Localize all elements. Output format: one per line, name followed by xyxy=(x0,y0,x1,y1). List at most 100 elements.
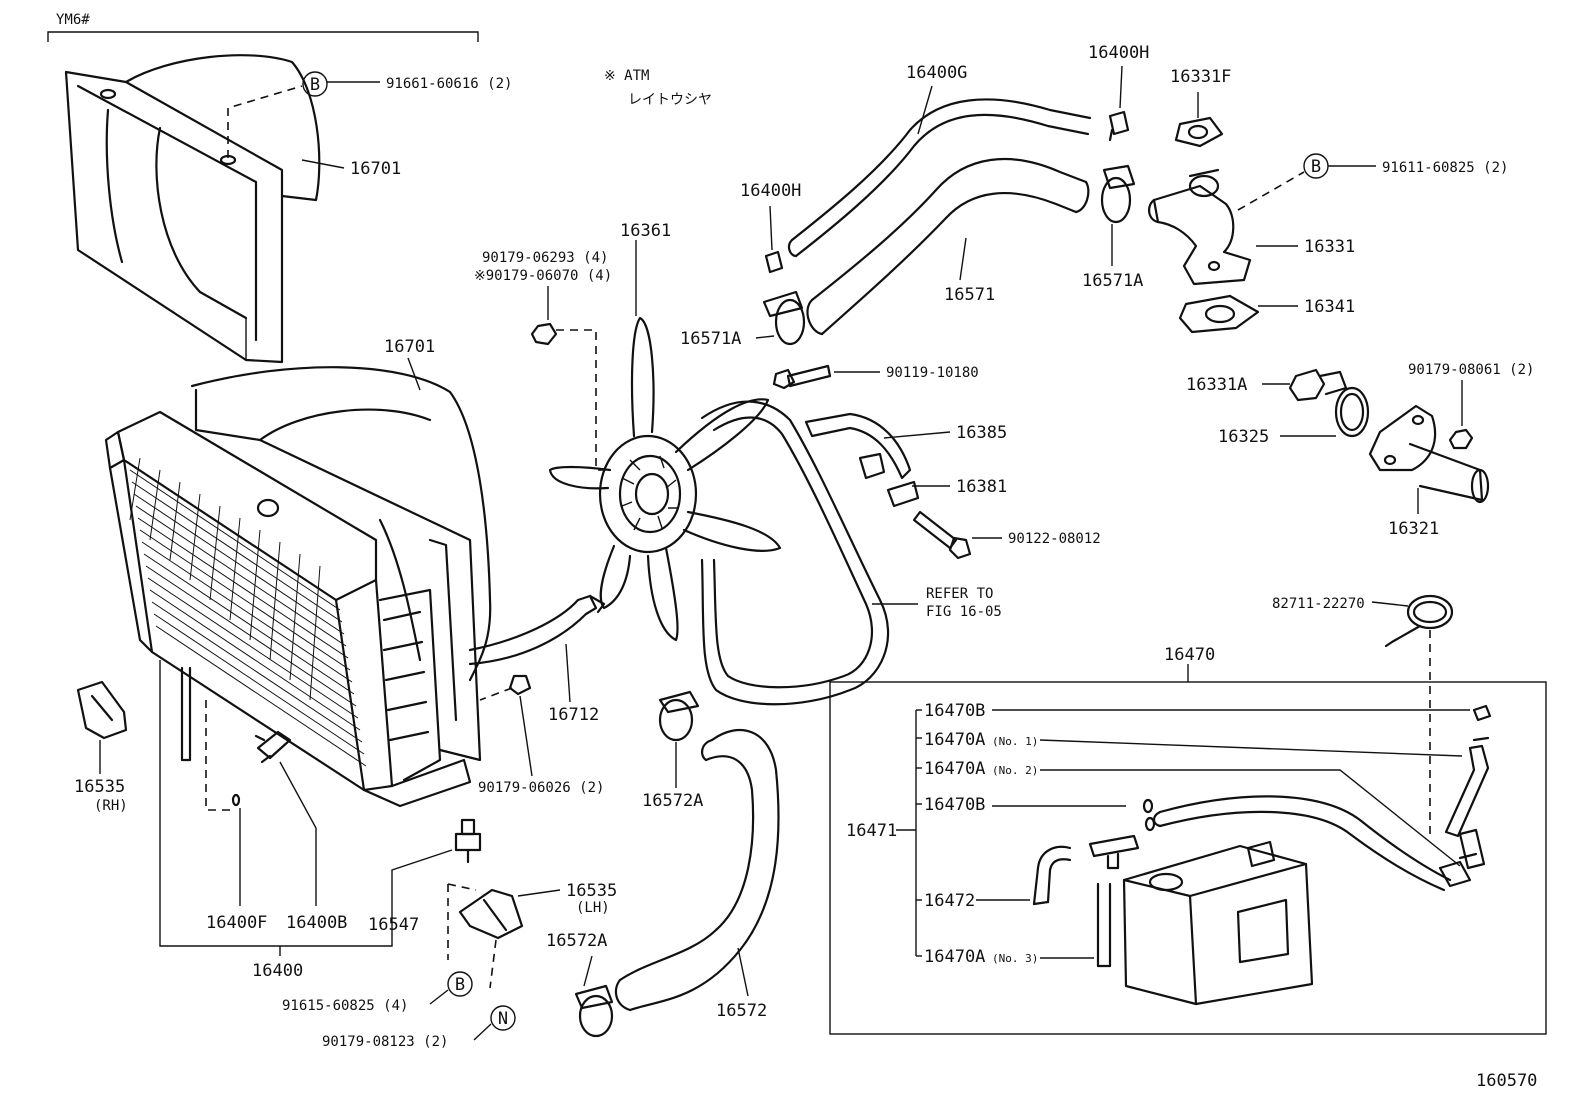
label-90179-06070: ※90179-06070 (4) xyxy=(474,268,612,284)
reservoir-cap-drawing xyxy=(1088,834,1140,870)
label-16400: 16400 xyxy=(252,961,303,981)
model-header: YM6# xyxy=(47,12,479,42)
clamp-16400h-top-drawing xyxy=(1108,110,1130,142)
clamp-16400h-left-drawing xyxy=(764,250,784,274)
label-16470A-no1-sub: (No. 1) xyxy=(992,735,1038,748)
hose-16470a-no2-drawing xyxy=(1152,795,1452,892)
fan-16361-drawing xyxy=(548,316,782,642)
hose-16572-drawing xyxy=(614,728,780,1012)
label-16701-top: 16701 xyxy=(350,159,401,179)
label-16341: 16341 xyxy=(1304,297,1355,317)
label-91611-60825: 91611-60825 (2) xyxy=(1382,160,1508,176)
hose-support-16712-drawing xyxy=(468,594,606,666)
label-16400H-left: 16400H xyxy=(740,181,801,201)
label-16385: 16385 xyxy=(956,423,1007,443)
bracket-16535-rh-drawing xyxy=(76,680,128,740)
label-16400H-top: 16400H xyxy=(1088,43,1149,63)
label-16381: 16381 xyxy=(956,477,1007,497)
label-16535-rh: 16535 xyxy=(74,777,125,797)
label-16471: 16471 xyxy=(846,821,897,841)
gasket-16325-drawing xyxy=(1334,386,1370,438)
label-16535-lh-sub: (LH) xyxy=(576,900,610,916)
label-90179-06026: 90179-06026 (2) xyxy=(478,780,604,796)
reservoir-tank-drawing xyxy=(1122,840,1314,1006)
drive-belt-drawing xyxy=(700,400,890,706)
circle-b-right: B xyxy=(1303,153,1329,179)
label-16701-mid: 16701 xyxy=(384,337,435,357)
atm-note-mark: ※ ATM xyxy=(604,68,649,84)
atm-note-japanese: レイトウシヤ xyxy=(628,92,712,108)
circle-b-bottom: B xyxy=(447,971,473,997)
label-16547: 16547 xyxy=(368,915,419,935)
label-16572A-bottom: 16572A xyxy=(546,931,607,951)
label-16400B: 16400B xyxy=(286,913,347,933)
bolt-90122-08012-drawing xyxy=(912,510,972,560)
label-90179-06293: 90179-06293 (4) xyxy=(482,250,608,266)
label-16470A-no3: 16470A xyxy=(924,947,985,967)
valve-16547-drawing xyxy=(454,818,482,864)
label-90119-10180: 90119-10180 xyxy=(886,365,979,381)
atm-note: ※ ATM レイトウシヤ xyxy=(604,68,712,108)
label-16321: 16321 xyxy=(1388,519,1439,539)
label-82711-22270: 82711-22270 xyxy=(1272,596,1365,612)
label-16361: 16361 xyxy=(620,221,671,241)
label-16535-rh-sub: (RH) xyxy=(94,798,128,814)
label-16572: 16572 xyxy=(716,1001,767,1021)
circle-n-label: N xyxy=(498,1009,508,1029)
label-90179-08123: 90179-08123 (2) xyxy=(322,1034,448,1050)
label-refer-to-line2: FIG 16-05 xyxy=(926,604,1002,620)
label-16470A-no3-sub: (No. 3) xyxy=(992,952,1038,965)
model-code: YM6# xyxy=(56,12,90,28)
label-16535-lh: 16535 xyxy=(566,881,617,901)
circle-b-bottom-label: B xyxy=(455,975,465,995)
drain-cock-16400b-drawing xyxy=(231,730,292,807)
label-16470: 16470 xyxy=(1164,645,1215,665)
label-16472: 16472 xyxy=(924,891,975,911)
circle-b-top: B xyxy=(302,71,328,97)
figure-number: 160570 xyxy=(1476,1071,1537,1091)
circle-n: N xyxy=(490,1005,516,1031)
fan-shroud-upper-drawing xyxy=(64,54,321,364)
clamp-82711-22270-drawing xyxy=(1384,594,1454,648)
label-16325: 16325 xyxy=(1218,427,1269,447)
radiator-drawing xyxy=(104,410,472,808)
label-refer-to-line1: REFER TO xyxy=(926,586,993,602)
circle-b-top-label: B xyxy=(310,75,320,95)
water-outlet-16331-drawing xyxy=(1148,168,1252,286)
label-16470B-2: 16470B xyxy=(924,795,985,815)
label-91661-60616: 91661-60616 (2) xyxy=(386,76,512,92)
gasket-16331f-drawing xyxy=(1174,116,1224,148)
label-16571A-left: 16571A xyxy=(680,329,741,349)
nut-90179-08061-drawing xyxy=(1448,428,1474,450)
clamp-16571a-right-drawing xyxy=(1100,164,1136,224)
label-16571A-right: 16571A xyxy=(1082,271,1143,291)
label-16712: 16712 xyxy=(548,705,599,725)
label-90122-08012: 90122-08012 xyxy=(1008,531,1101,547)
label-16470A-no2: 16470A xyxy=(924,759,985,779)
clamp-16572a-top-drawing xyxy=(658,690,700,742)
hose-16470a-no1-drawing xyxy=(1444,736,1490,838)
clamp-16572a-bottom-drawing xyxy=(574,984,614,1038)
label-16572A-top: 16572A xyxy=(642,791,703,811)
label-16400G: 16400G xyxy=(906,63,967,83)
bracket-16535-lh-drawing xyxy=(458,888,524,940)
bracket-16385-drawing xyxy=(804,412,920,508)
label-16331A: 16331A xyxy=(1186,375,1247,395)
hose-16400g-drawing xyxy=(787,98,1092,258)
hose-16571-drawing xyxy=(806,157,1090,336)
circle-b-right-label: B xyxy=(1311,157,1321,177)
fan-shroud-lower-drawing xyxy=(190,366,492,762)
thermostat-16331a-drawing xyxy=(1288,368,1348,402)
bolt-90119-10180-drawing xyxy=(772,364,832,390)
hose-16472-drawing xyxy=(1032,845,1072,906)
label-16470B-1: 16470B xyxy=(924,701,985,721)
label-91615-60825: 91615-60825 (4) xyxy=(282,998,408,1014)
hose-end-right-drawing xyxy=(1438,828,1486,888)
label-16571: 16571 xyxy=(944,285,995,305)
clamp-16571a-left-drawing xyxy=(762,290,806,346)
label-16331F: 16331F xyxy=(1170,67,1231,87)
nut-90179-06026-drawing xyxy=(508,674,532,696)
label-16470A-no2-sub: (No. 2) xyxy=(992,764,1038,777)
clip-16470b-drawing xyxy=(1142,704,1492,832)
